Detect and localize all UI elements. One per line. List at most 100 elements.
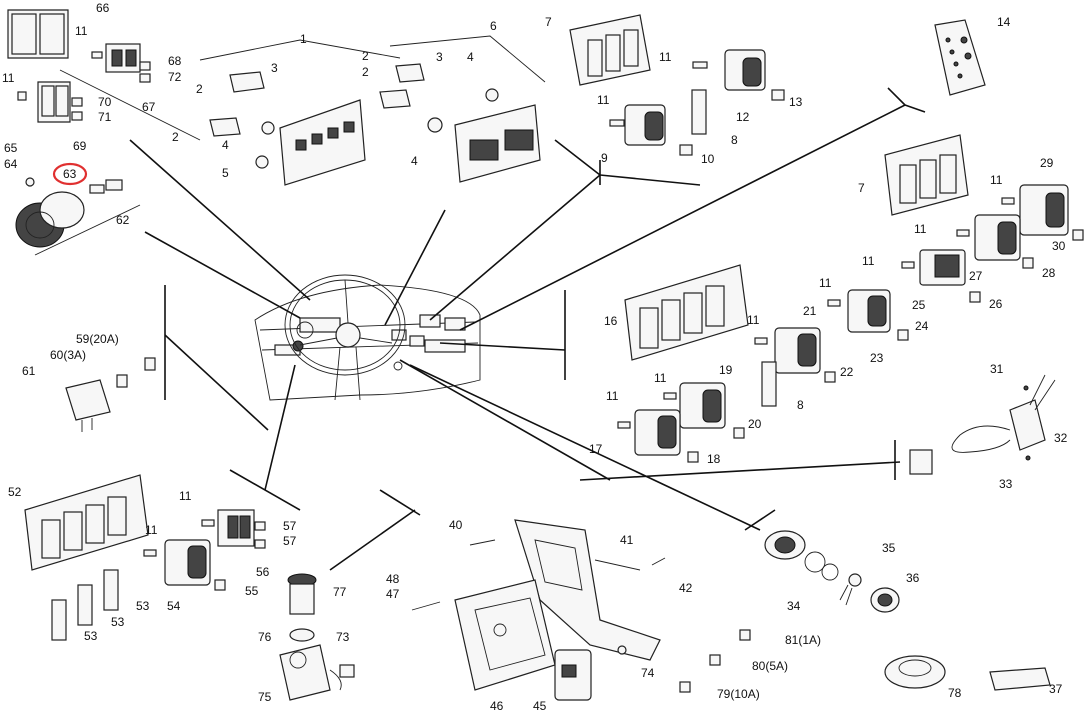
label-11: 11 (914, 222, 927, 236)
bulb-4b (427, 117, 443, 133)
socket-75 (279, 644, 342, 701)
label-59: 59(20A) (76, 332, 119, 346)
bulb-11d (956, 229, 970, 237)
screw-65 (25, 177, 35, 187)
label-30: 30 (1052, 239, 1066, 253)
cap-22 (824, 371, 836, 383)
label-17: 17 (589, 442, 603, 456)
label-8: 8 (797, 398, 804, 412)
label-13: 13 (789, 95, 803, 109)
bulb-11f (827, 299, 841, 307)
label-4: 4 (467, 50, 474, 64)
bolt-40 (469, 539, 496, 546)
fuse-79 (679, 681, 691, 693)
lighter-77 (287, 573, 317, 615)
switch-frame-7a (569, 14, 651, 86)
label-52: 52 (8, 485, 22, 499)
label-11: 11 (654, 371, 667, 385)
label-11: 11 (990, 173, 1003, 187)
label-75: 75 (258, 690, 272, 704)
cap-13 (771, 89, 785, 101)
cap-57b (254, 539, 266, 549)
label-63: 63 (63, 167, 77, 181)
label-31: 31 (990, 362, 1004, 376)
cap-55 (214, 579, 226, 591)
bulb-63 (89, 179, 123, 194)
label-11: 11 (819, 276, 832, 290)
switch-panel-6 (454, 104, 541, 183)
label-65: 65 (4, 141, 18, 155)
switch-frame-52 (24, 474, 149, 571)
screw-31 (1023, 385, 1029, 391)
label-22: 22 (840, 365, 854, 379)
fuse-60 (116, 374, 128, 388)
bolt-47 (411, 601, 441, 611)
switch-frame-66 (7, 9, 69, 59)
group-line-62 (34, 204, 141, 256)
bulb-11j (201, 519, 215, 527)
label-57: 57 (283, 519, 297, 533)
blank-53c (103, 569, 119, 611)
label-11: 11 (597, 93, 610, 107)
label-7: 7 (858, 181, 865, 195)
gauge-62 (15, 191, 85, 248)
label-40: 40 (449, 518, 463, 532)
cap-10 (679, 144, 693, 156)
cap-20 (733, 427, 745, 439)
rocker-switch-9 (624, 104, 666, 146)
label-11: 11 (606, 389, 619, 403)
label-70: 70 (98, 95, 112, 109)
fuse-59 (144, 357, 156, 371)
label-11: 11 (862, 254, 875, 268)
label-19: 19 (719, 363, 733, 377)
bulb-11c (1001, 197, 1015, 205)
label-11: 11 (747, 313, 760, 327)
blank-8a (691, 89, 707, 135)
label-2: 2 (172, 130, 179, 144)
label-2: 2 (196, 82, 203, 96)
label-11: 11 (179, 489, 192, 503)
label-66: 66 (96, 1, 110, 15)
label-69: 69 (73, 139, 87, 153)
label-37 (989, 667, 1051, 691)
label-32: 32 (1054, 431, 1068, 445)
rocker-switch-29 (1019, 184, 1069, 236)
relay-61 (65, 379, 111, 432)
label-62: 62 (116, 213, 130, 227)
label-81: 81(1A) (785, 633, 821, 647)
stalk-switch-32 (909, 374, 1056, 475)
label-76: 76 (258, 630, 272, 644)
cap-71 (71, 111, 83, 121)
label-47: 47 (386, 587, 400, 601)
label-77: 77 (333, 585, 347, 599)
bulb-11b (609, 119, 625, 127)
label-61: 61 (22, 364, 36, 378)
label-7: 7 (545, 15, 552, 29)
switch-56 (217, 509, 255, 547)
module-45 (554, 649, 592, 701)
bulb-11a (692, 61, 708, 69)
label-36: 36 (906, 571, 920, 585)
connector-73 (339, 664, 355, 678)
part-labels: 66 11 68 72 11 70 67 71 69 65 64 63 62 1… (2, 1, 1068, 713)
screw-33 (1025, 455, 1031, 461)
label-14: 14 (997, 15, 1011, 29)
switch-panel-3 (279, 99, 366, 186)
label-10: 10 (701, 152, 715, 166)
label-28: 28 (1042, 266, 1056, 280)
key-35 (839, 573, 862, 606)
label-24: 24 (915, 319, 929, 333)
label-54: 54 (167, 599, 181, 613)
switch-67 (91, 43, 141, 73)
label-9: 9 (601, 151, 608, 165)
cover-36 (870, 587, 900, 613)
label-25: 25 (912, 298, 926, 312)
label-72: 72 (168, 70, 182, 84)
clip-2b (379, 63, 425, 109)
bolt-74 (617, 645, 627, 655)
bulb-11h (663, 392, 677, 400)
steering-wheel (284, 274, 406, 401)
label-42: 42 (679, 581, 693, 595)
label-11: 11 (659, 50, 672, 64)
rocker-switch-54 (164, 539, 211, 586)
